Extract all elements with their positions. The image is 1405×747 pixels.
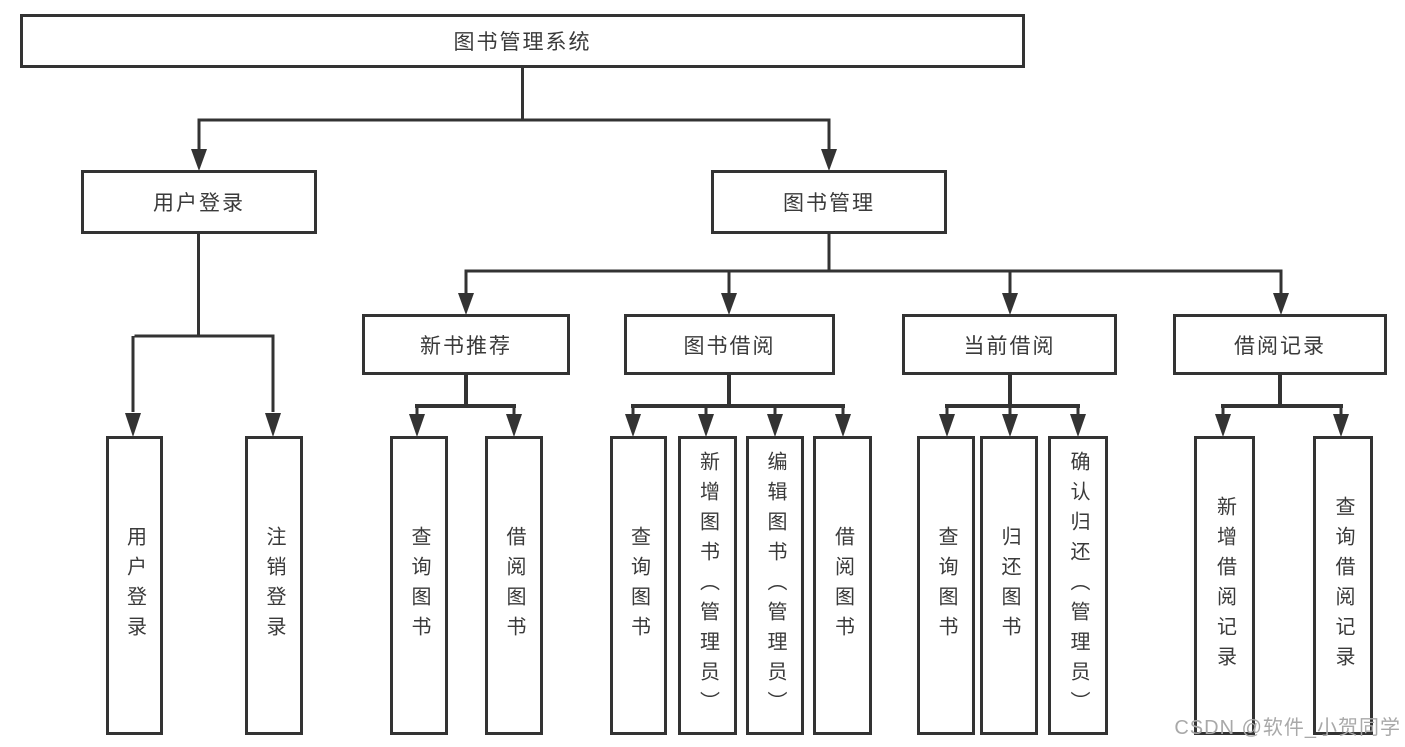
branch-book-borrow xyxy=(625,375,851,437)
leaf-add-borrow-record: 新增借阅记录 xyxy=(1194,436,1255,735)
leaf-borrow-books-label: 借阅图书 xyxy=(831,525,854,646)
node-new-book-recommend: 新书推荐 xyxy=(362,314,570,375)
node-borrow-records: 借阅记录 xyxy=(1173,314,1387,375)
branch-user-login xyxy=(125,234,281,437)
leaf-user-login-label: 用户登录 xyxy=(123,525,146,646)
leaf-query-books-borrow: 查询图书 xyxy=(610,436,667,735)
leaf-add-book-admin-label: 新增图书（管理员） xyxy=(696,450,719,721)
leaf-query-books-newbook: 查询图书 xyxy=(390,436,448,735)
leaf-confirm-return-admin: 确认归还（管理员） xyxy=(1048,436,1108,735)
leaf-borrow-books-newbook: 借阅图书 xyxy=(485,436,543,735)
node-user-login-label: 用户登录 xyxy=(153,192,245,215)
branch-borrow-records xyxy=(1215,375,1349,437)
node-user-login: 用户登录 xyxy=(81,170,317,234)
node-new-book-recommend-label: 新书推荐 xyxy=(420,334,512,358)
branch-current-borrow xyxy=(939,375,1086,437)
leaf-query-books-borrow-label: 查询图书 xyxy=(627,525,650,646)
branch-new-book xyxy=(409,375,522,437)
leaf-borrow-books-newbook-label: 借阅图书 xyxy=(503,525,525,646)
node-library-system-label: 图书管理系统 xyxy=(453,31,592,54)
branch-book-management xyxy=(458,234,1289,315)
node-borrow-records-label: 借阅记录 xyxy=(1234,334,1326,358)
node-current-borrow: 当前借阅 xyxy=(902,314,1117,375)
leaf-confirm-return-admin-label: 确认归还（管理员） xyxy=(1067,450,1089,721)
node-book-borrow: 图书借阅 xyxy=(624,314,835,375)
node-book-management-label: 图书管理 xyxy=(783,192,875,215)
leaf-logout: 注销登录 xyxy=(245,436,303,735)
leaf-borrow-books: 借阅图书 xyxy=(813,436,872,735)
node-current-borrow-label: 当前借阅 xyxy=(963,334,1056,358)
leaf-query-books-newbook-label: 查询图书 xyxy=(408,525,430,646)
leaf-return-book-label: 归还图书 xyxy=(998,525,1020,646)
csdn-watermark: CSDN @软件_小贺同学 xyxy=(1174,717,1401,739)
leaf-return-book: 归还图书 xyxy=(980,436,1038,735)
node-book-borrow-label: 图书借阅 xyxy=(683,334,776,358)
leaf-edit-book-admin-label: 编辑图书（管理员） xyxy=(764,450,786,721)
leaf-query-borrow-record-label: 查询借阅记录 xyxy=(1332,495,1354,676)
branch-root xyxy=(191,68,837,171)
leaf-query-books-current: 查询图书 xyxy=(917,436,975,735)
node-book-management: 图书管理 xyxy=(711,170,947,234)
leaf-add-book-admin: 新增图书（管理员） xyxy=(678,436,737,735)
node-library-system: 图书管理系统 xyxy=(20,14,1025,68)
leaf-add-borrow-record-label: 新增借阅记录 xyxy=(1213,495,1236,676)
leaf-logout-label: 注销登录 xyxy=(263,525,285,646)
leaf-query-borrow-record: 查询借阅记录 xyxy=(1313,436,1373,735)
leaf-query-books-current-label: 查询图书 xyxy=(935,525,957,646)
leaf-user-login: 用户登录 xyxy=(106,436,163,735)
leaf-edit-book-admin: 编辑图书（管理员） xyxy=(746,436,804,735)
